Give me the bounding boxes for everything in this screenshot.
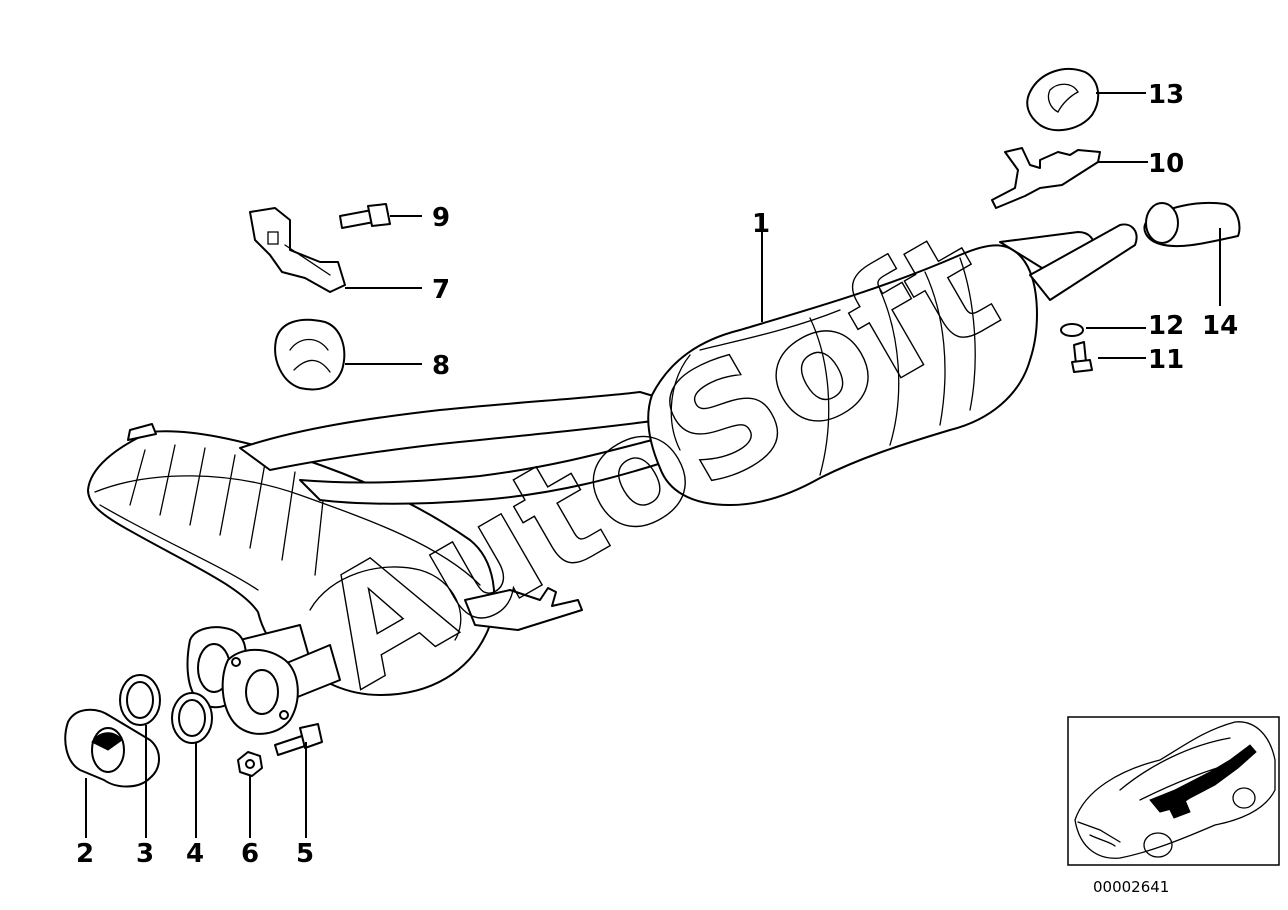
- part-13-rubber-ring: [1026, 67, 1100, 132]
- part-14-tail-sleeve: [1143, 201, 1241, 248]
- part-2-flange: [64, 708, 160, 788]
- part-9-screw: [339, 203, 391, 229]
- callout-6: 6: [241, 839, 259, 869]
- vehicle-location-inset: [1067, 716, 1280, 866]
- callout-7: 7: [432, 275, 450, 305]
- callout-8: 8: [432, 351, 450, 381]
- callout-14: 14: [1202, 311, 1238, 341]
- callout-2: 2: [76, 839, 94, 869]
- callout-13: 13: [1148, 80, 1184, 110]
- part-3-ring: [119, 674, 161, 726]
- part-7-bracket: [249, 207, 346, 293]
- part-10-hanger: [991, 147, 1101, 209]
- callout-12: 12: [1148, 311, 1184, 341]
- front-bracket: [464, 587, 583, 631]
- callout-10: 10: [1148, 149, 1184, 179]
- center-silencer: [647, 244, 1038, 506]
- part-8-rubber-mount: [274, 318, 346, 391]
- callout-9: 9: [432, 203, 450, 233]
- callout-4: 4: [186, 839, 204, 869]
- exhaust-assembly: [87, 223, 1138, 735]
- part-6-nut: [237, 751, 263, 777]
- reference-number: 00002641: [1093, 878, 1169, 896]
- watermark: AutoSoft: [291, 198, 1024, 722]
- part-12-washer: [1060, 323, 1084, 337]
- callout-11: 11: [1148, 345, 1184, 375]
- callout-5: 5: [296, 839, 314, 869]
- leader-lines: [85, 92, 1221, 838]
- part-5-bolt: [274, 723, 323, 756]
- part-11-bolt: [1071, 341, 1093, 373]
- callout-1: 1: [752, 209, 770, 239]
- part-4-ring: [171, 692, 213, 744]
- callout-3: 3: [136, 839, 154, 869]
